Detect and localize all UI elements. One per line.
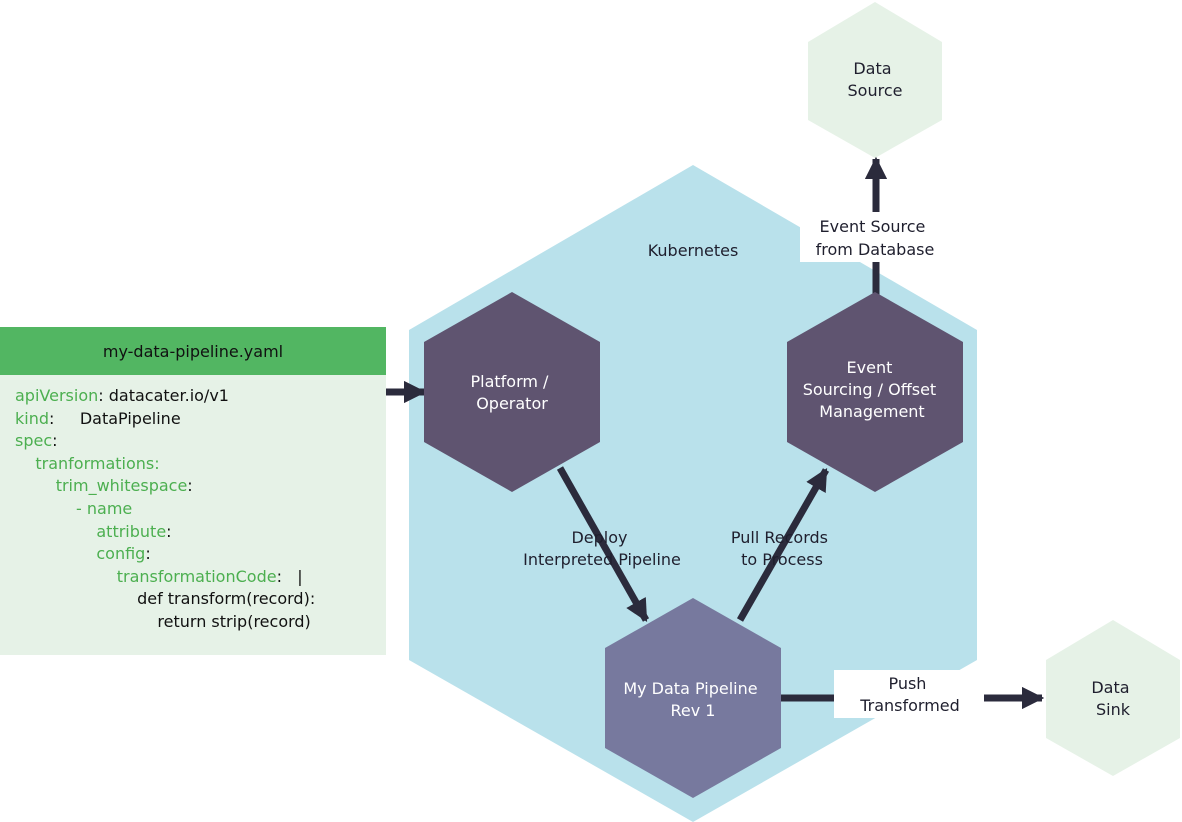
event-sourcing-node [787, 292, 963, 492]
platform-operator-node [424, 292, 600, 492]
yaml-separator: : | [276, 566, 303, 586]
yaml-key: - name [15, 498, 133, 518]
yaml-key: kind [15, 408, 50, 428]
kubernetes-label: Kubernetes [648, 241, 739, 260]
yaml-line: - name [15, 498, 386, 521]
pipeline-label: My Data Pipeline Rev 1 [623, 679, 762, 720]
pull-records-arrow [736, 468, 830, 622]
yaml-separator: : [49, 408, 80, 428]
yaml-key: spec [15, 431, 53, 451]
yaml-line: apiVersion: datacater.io/v1 [15, 385, 386, 408]
pipeline-node [605, 598, 781, 798]
platform-operator-label: Platform / Operator [470, 372, 553, 413]
yaml-key: attribute [15, 521, 167, 541]
yaml-filename: my-data-pipeline.yaml [0, 327, 386, 375]
deploy-label: Deploy Interpreted Pipeline [523, 528, 681, 569]
data-sink-node [1046, 620, 1180, 776]
yaml-line: transformationCode: | [15, 566, 386, 589]
yaml-separator: : [52, 431, 58, 451]
deploy-arrow [556, 466, 650, 622]
pull-records-label: Pull Records to Process [731, 528, 833, 569]
event-source-label-bg [800, 212, 952, 262]
yaml-line: def transform(record): [15, 588, 386, 611]
push-label-bg [834, 670, 984, 718]
event-sourcing-label: Event Sourcing / Offset Management [803, 358, 942, 421]
yaml-separator: : [187, 476, 193, 496]
yaml-key: trim_whitespace [15, 476, 188, 496]
yaml-line: config: [15, 543, 386, 566]
push-label: Push Transformed [859, 674, 960, 715]
yaml-separator: : [145, 544, 151, 564]
data-sink-label: Data Sink [1091, 678, 1134, 719]
yaml-line: kind: DataPipeline [15, 408, 386, 431]
yaml-separator: : [98, 386, 109, 405]
yaml-value: return strip(record) [15, 611, 311, 631]
yaml-panel: my-data-pipeline.yaml apiVersion: dataca… [0, 327, 386, 655]
yaml-value: DataPipeline [79, 408, 181, 428]
yaml-value: datacater.io/v1 [108, 386, 229, 405]
yaml-line: tranformations: [15, 453, 386, 476]
yaml-line: attribute: [15, 521, 386, 544]
yaml-value: def transform(record): [15, 589, 316, 609]
event-source-label: Event Source from Database [816, 217, 935, 259]
yaml-key: transformationCode [15, 566, 277, 586]
yaml-key: config [15, 544, 146, 564]
yaml-line: trim_whitespace: [15, 475, 386, 498]
yaml-key: apiVersion [15, 386, 99, 405]
data-source-node [808, 2, 942, 158]
data-source-label: Data Source [848, 59, 903, 100]
yaml-key: tranformations: [15, 453, 160, 473]
yaml-line: return strip(record) [15, 611, 386, 634]
yaml-separator: : [166, 521, 172, 541]
yaml-line: spec: [15, 430, 386, 453]
